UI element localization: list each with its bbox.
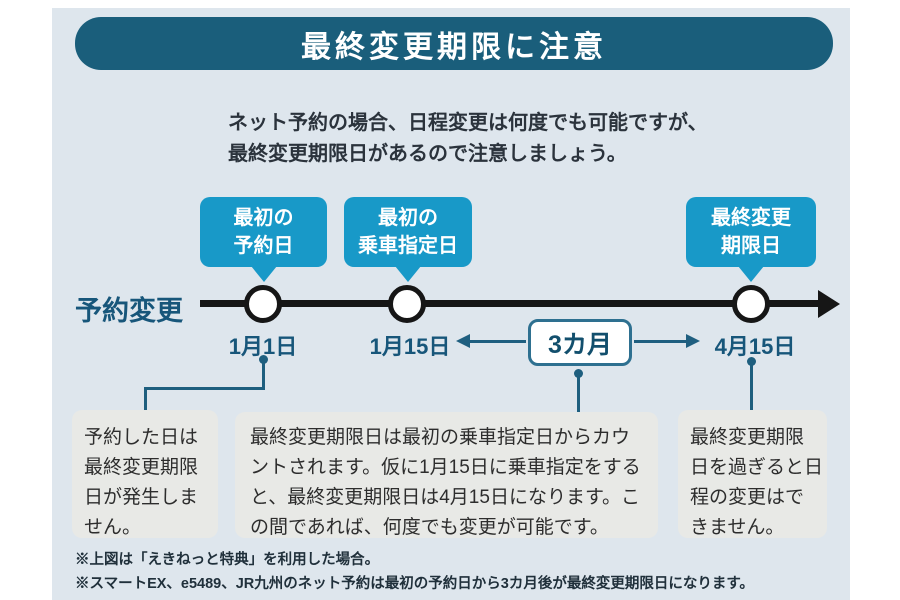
note-line: 程の変更はで: [690, 487, 805, 508]
note-line: きません。: [690, 517, 785, 538]
footnote-2: ※スマートEX、e5489、JR九州のネット予約は最初の予約日から3カ月後が最終…: [75, 576, 754, 592]
header-banner: 最終変更期限に注意: [75, 17, 833, 70]
note-line: と、最終変更期限日は4月15日になります。こ: [250, 487, 641, 508]
duration-label: 3カ月: [548, 330, 612, 359]
connector-dot: [259, 355, 268, 364]
timeline-axis-label: 予約変更: [75, 296, 183, 326]
bubble-label-line: 最初の: [378, 207, 438, 229]
note-box-middle: 最終変更期限日は最初の乗車指定日からカウ ントされます。仮に1月15日に乗車指定…: [235, 412, 658, 538]
connector-left: [144, 387, 147, 412]
duration-box: 3カ月: [528, 319, 632, 366]
duration-arrow-right-icon: [686, 334, 700, 348]
connector-middle: [577, 375, 580, 414]
timeline-node-first-reservation: [244, 285, 282, 323]
date-first-boarding: 1月15日: [369, 334, 451, 359]
timeline-line: [200, 300, 822, 307]
note-line: の間であれば、何度でも変更が可能です。: [250, 517, 609, 538]
intro-text: ネット予約の場合、日程変更は何度でも可能ですが、 最終変更期限日があるので注意し…: [228, 108, 708, 170]
timeline-arrowhead-icon: [818, 290, 840, 318]
date-final-deadline: 4月15日: [714, 334, 796, 359]
bubble-label-line: 乗車指定日: [358, 235, 458, 257]
intro-line-1: ネット予約の場合、日程変更は何度でも可能ですが、: [228, 112, 708, 134]
bubble-label-line: 期限日: [721, 235, 781, 257]
note-line: せん。: [84, 517, 142, 538]
note-box-left: 予約した日は 最終変更期限 日が発生しま せん。: [72, 410, 218, 538]
note-line: 最終変更期限日は最初の乗車指定日からカウ: [250, 427, 631, 448]
connector-left: [144, 387, 265, 390]
bubble-label-line: 最初の: [233, 207, 294, 229]
bubble-pointer-icon: [250, 266, 277, 282]
intro-line-2: 最終変更期限日があるので注意しましょう。: [228, 143, 627, 165]
connector-left: [262, 361, 265, 390]
bubble-pointer-icon: [738, 266, 764, 282]
duration-arrow-right-line: [634, 340, 686, 343]
bubble-first-reservation: 最初の 予約日: [200, 197, 327, 282]
note-line: 予約した日は: [84, 427, 199, 448]
bubble-final-deadline: 最終変更 期限日: [686, 197, 816, 282]
duration-arrow-left-line: [470, 340, 526, 343]
bubble-label-line: 予約日: [233, 235, 294, 257]
duration-arrow-left-icon: [456, 334, 470, 348]
date-first-reservation: 1月1日: [228, 334, 298, 359]
bubble-label-line: 最終変更: [711, 207, 791, 229]
note-line: ントされます。仮に1月15日に乗車指定をする: [250, 457, 641, 478]
note-line: 日を過ぎると日: [690, 457, 824, 478]
timeline-node-final-deadline: [732, 285, 770, 323]
connector-dot: [574, 369, 583, 378]
note-line: 最終変更期限: [84, 457, 199, 478]
connector-dot: [747, 357, 756, 366]
note-line: 最終変更期限: [690, 427, 805, 448]
bubble-first-boarding: 最初の 乗車指定日: [344, 197, 472, 282]
timeline-node-first-boarding: [388, 285, 426, 323]
note-line: 日が発生しま: [84, 487, 199, 508]
footnote-1: ※上図は「えきねっと特典」を利用した場合。: [75, 552, 380, 568]
bubble-pointer-icon: [395, 266, 421, 282]
connector-right: [750, 363, 753, 412]
note-box-right: 最終変更期限 日を過ぎると日 程の変更はで きません。: [678, 410, 827, 538]
page-title: 最終変更期限に注意: [301, 30, 607, 64]
